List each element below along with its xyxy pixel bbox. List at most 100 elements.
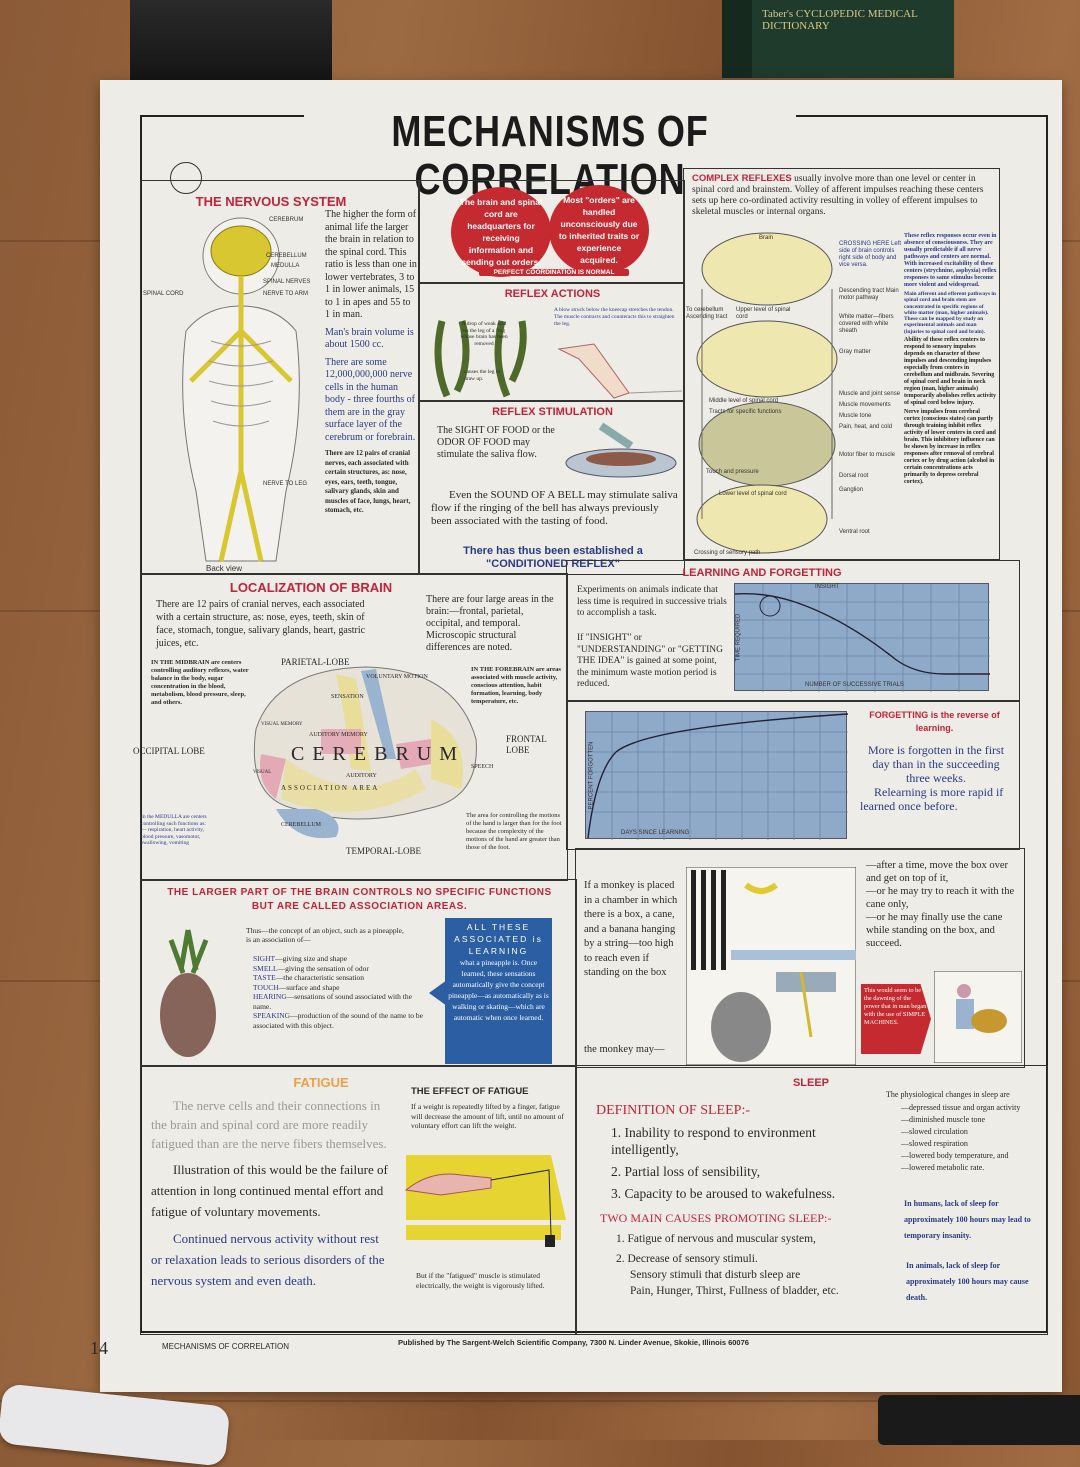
- nervous-system-text-3: There are some 12,000,000,000 nerve cell…: [325, 356, 416, 443]
- fatigue-text-3: Continued nervous activity without rest …: [151, 1231, 385, 1288]
- association-panel: THE LARGER PART OF THE BRAIN CONTROLS NO…: [140, 879, 577, 1067]
- effect-of-fatigue-text-2: But if the "fatigued" muscle is stimulat…: [416, 1271, 545, 1290]
- simple-machines-tag: This would seem to be the dawning of the…: [861, 984, 931, 1054]
- localization-text-1: There are 12 pairs of cranial nerves, ea…: [156, 599, 366, 649]
- label-upper-level: Upper level of spinal cord: [736, 307, 791, 320]
- sleep-change-item: —depressed tissue and organ activity: [901, 1103, 1021, 1112]
- knee-note: A blow struck below the kneecap stretche…: [554, 307, 675, 327]
- label-middle-level: Middle level of spinal cord: [709, 398, 779, 404]
- sleep-cause-item: 1. Fatigue of nervous and muscular syste…: [616, 1233, 816, 1245]
- medulla-text: In the MEDULLA are centers controlling s…: [141, 814, 207, 846]
- label-visual: VISUAL: [253, 770, 272, 775]
- label-spinal-cord: SPINAL CORD: [143, 291, 184, 297]
- localization-heading: LOCALIZATION OF BRAIN: [229, 580, 393, 595]
- sleep-cause-item: Pain, Hunger, Thirst, Fullness of bladde…: [630, 1285, 839, 1297]
- sleep-panel: SLEEP DEFINITION OF SLEEP:- 1. Inability…: [575, 1065, 1048, 1335]
- frog-note: A drop of weak acid on the leg of a frog…: [460, 321, 508, 347]
- label-auditory: AUDITORY: [346, 773, 377, 779]
- hand-area-text: The area for controlling the motions of …: [466, 812, 562, 851]
- complex-reflexes-intro: usually involve more than one level or c…: [692, 174, 984, 217]
- monkey-text-4: —or he may try to reach it with the cane…: [866, 886, 1015, 910]
- complex-reflexes-side-3: Ability of these reflex centers to respo…: [904, 337, 997, 407]
- sleep-animals-text: In animals, lack of sleep for approximat…: [906, 1261, 1029, 1302]
- page-number: 14: [90, 1338, 108, 1358]
- poster-title: MECHANISMS OF CORRELATION: [304, 108, 796, 204]
- poster: MECHANISMS OF CORRELATION THE NERVOUS SY…: [90, 80, 1062, 1392]
- learning-callout: ALL THESE ASSOCIATED is LEARNING what a …: [445, 918, 552, 1064]
- book-spine-text: Taber's CYCLOPEDIC MEDICAL DICTIONARY: [762, 8, 918, 32]
- sleep-causes: 1. Fatigue of nervous and muscular syste…: [616, 1231, 886, 1299]
- nervous-system-text-4: There are 12 pairs of cranial nerves, ea…: [325, 449, 411, 514]
- arrow-left-icon: [429, 980, 447, 1006]
- sleep-change-item: —slowed circulation: [901, 1127, 968, 1136]
- label-back-view: Back view: [206, 564, 243, 573]
- learning-curve: [734, 584, 990, 692]
- forgetting-heading: FORGETTING is the reverse of learning.: [869, 710, 1000, 733]
- nervous-system-heading: THE NERVOUS SYSTEM: [195, 194, 347, 209]
- reflex-actions-panel: REFLEX ACTIONS A drop of weak acid on th…: [418, 282, 685, 402]
- label-auditory-memory: AUDITORY MEMORY: [309, 732, 368, 738]
- label-motor-fiber: Motor fiber to muscle: [839, 452, 896, 458]
- label-gray-matter: Gray matter: [839, 349, 871, 355]
- monkey-panel: If a monkey is placed in a chamber in wh…: [575, 848, 1025, 1068]
- sense-item: HEARING—sensations of sound associated w…: [253, 992, 412, 1011]
- sleep-definitions: 1. Inability to respond to environment i…: [611, 1124, 876, 1202]
- label-cerebellum: CEREBELLUM: [266, 253, 307, 259]
- localization-panel: LOCALIZATION OF BRAIN There are 12 pairs…: [133, 573, 568, 881]
- learning-text-1: Experiments on animals indicate that les…: [577, 585, 727, 618]
- label-pain-heat-cold: Pain, heat, and cold: [839, 424, 893, 430]
- key-seal-icon: [170, 162, 202, 194]
- black-case: [878, 1395, 1080, 1445]
- label-speech: SPEECH: [471, 764, 494, 770]
- sleep-change-item: —lowered metabolic rate.: [901, 1163, 985, 1172]
- label-descending: Descending tract Main motor pathway: [839, 288, 899, 301]
- forgetting-text-1: More is forgotten in the first day than …: [867, 743, 1005, 785]
- worker-machine-illustration: [934, 971, 1022, 1063]
- sleep-heading: SLEEP: [792, 1077, 830, 1089]
- association-intro: Thus—the concept of an object, such as a…: [246, 926, 404, 944]
- label-brain: Brain: [759, 235, 774, 241]
- days-since-learning-label: DAYS SINCE LEARNING: [621, 830, 690, 836]
- sleep-change-item: —slowed respiration: [901, 1139, 968, 1148]
- finger-weight-illustration: [404, 1155, 566, 1247]
- midbrain-text: IN THE MIDBRAIN are centers controlling …: [151, 659, 249, 706]
- label-white-matter: White matter—fibers covered with white s…: [839, 314, 894, 334]
- localization-text-2: There are four large areas in the brain:…: [426, 594, 554, 653]
- monkey-text-1: If a monkey is placed in a chamber in wh…: [584, 880, 678, 978]
- forgetting-curve-chart: PERCENT FORGOTTEN DAYS SINCE LEARNING: [585, 711, 849, 840]
- nervous-system-text-2: Man's brain volume is about 1500 cc.: [325, 326, 414, 351]
- learning-heading: LEARNING AND FORGETTING: [682, 567, 842, 579]
- sleep-definition-item: 2. Partial loss of sensibility,: [611, 1164, 761, 1179]
- medical-dictionary-book: Taber's CYCLOPEDIC MEDICAL DICTIONARY: [722, 0, 954, 78]
- publisher-line: Published by The Sargent-Welch Scientifi…: [398, 1338, 749, 1347]
- learning-callout-body: what a pineapple is. Once learned, these…: [448, 958, 549, 1022]
- reflex-stimulation-text-1: The SIGHT OF FOOD or the ODOR OF FOOD ma…: [437, 425, 555, 460]
- monkey-text-3: —after a time, move the box over and get…: [866, 860, 1008, 884]
- sleep-humans-text: In humans, lack of sleep for approximate…: [904, 1199, 1031, 1240]
- label-spinal-nerves: SPINAL NERVES: [263, 279, 311, 285]
- nervous-system-illustration: [182, 217, 300, 562]
- knee-reflex-illustration: [557, 343, 683, 399]
- sense-item: TASTE—the characteristic sensation: [253, 973, 365, 982]
- association-heading-2: BUT ARE CALLED ASSOCIATION AREAS.: [251, 901, 468, 912]
- label-sensation: SENSATION: [331, 694, 364, 700]
- fatigue-heading: FATIGUE: [293, 1075, 349, 1090]
- label-lower-level: Lower level of spinal cord: [719, 491, 787, 497]
- monkey-text-5: —or he may finally use the cane while st…: [866, 912, 1003, 949]
- effect-of-fatigue-heading: THE EFFECT OF FATIGUE: [411, 1086, 529, 1097]
- label-nerve-to-leg: NERVE TO LEG: [263, 481, 308, 487]
- label-nerve-to-arm: NERVE TO ARM: [263, 291, 309, 297]
- effect-of-fatigue-text-1: If a weight is repeatedly lifted by a fi…: [411, 1102, 564, 1130]
- definition-of-sleep-heading: DEFINITION OF SLEEP:-: [596, 1103, 750, 1118]
- insight-label: INSIGHT: [815, 584, 840, 590]
- percent-forgotten-label: PERCENT FORGOTTEN: [588, 741, 595, 810]
- conditioned-reflex-text: There has thus been established a "CONDI…: [463, 545, 643, 570]
- label-ascending: To cerebellum Ascending tract: [686, 307, 728, 320]
- complex-reflexes-side-2: Main afferent and efferent pathways in s…: [904, 291, 996, 335]
- spinal-cord-levels-illustration: [696, 232, 838, 554]
- label-visual-memory: VISUAL MEMORY: [261, 722, 303, 727]
- sleep-definition-item: 3. Capacity to be aroused to wakefulness…: [611, 1186, 836, 1201]
- sleep-change-item: —lowered body temperature, and: [901, 1151, 1009, 1160]
- label-cerebrum: CEREBRUM: [269, 217, 304, 223]
- label-voluntary-motion: VOLUNTARY MOTION: [366, 674, 428, 680]
